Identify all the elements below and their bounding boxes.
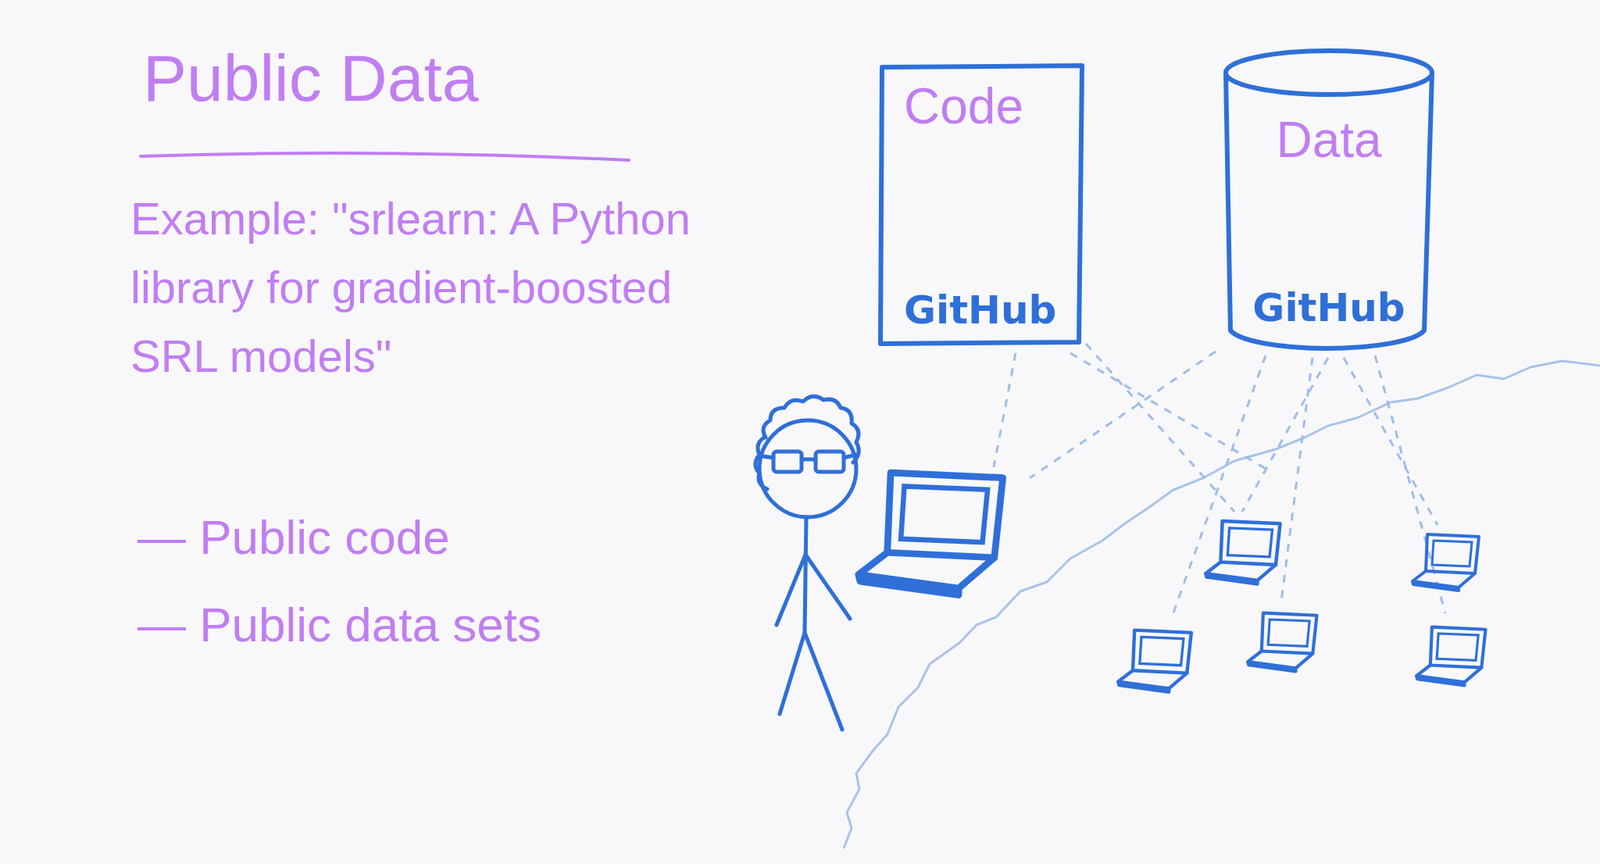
outline-path [1225,50,1433,349]
title: Public Data [142,39,479,118]
code-box: CodeGitHub [877,60,1087,347]
laptop [1247,613,1317,672]
laptop [1205,521,1280,585]
laptop [858,472,1004,596]
node-heading: Code [903,78,1024,136]
laptop [1412,534,1479,591]
wavy-line [843,360,1600,849]
note-text: — Public code [137,507,450,568]
note-text: — Public data sets [137,595,542,655]
outline-path [880,65,1083,344]
stick-figure [755,396,859,730]
download-lines [993,343,1446,618]
title-underline [140,153,629,161]
node-caption: GitHub [903,288,1057,334]
data-cylinder: DataGitHub [1219,50,1439,353]
laptop [1117,630,1192,693]
node-heading: Data [1275,111,1382,170]
laptop [1416,627,1486,686]
node-caption: GitHub [1252,285,1405,332]
note-text: Example: "srlearn: A Python library for … [130,184,725,391]
